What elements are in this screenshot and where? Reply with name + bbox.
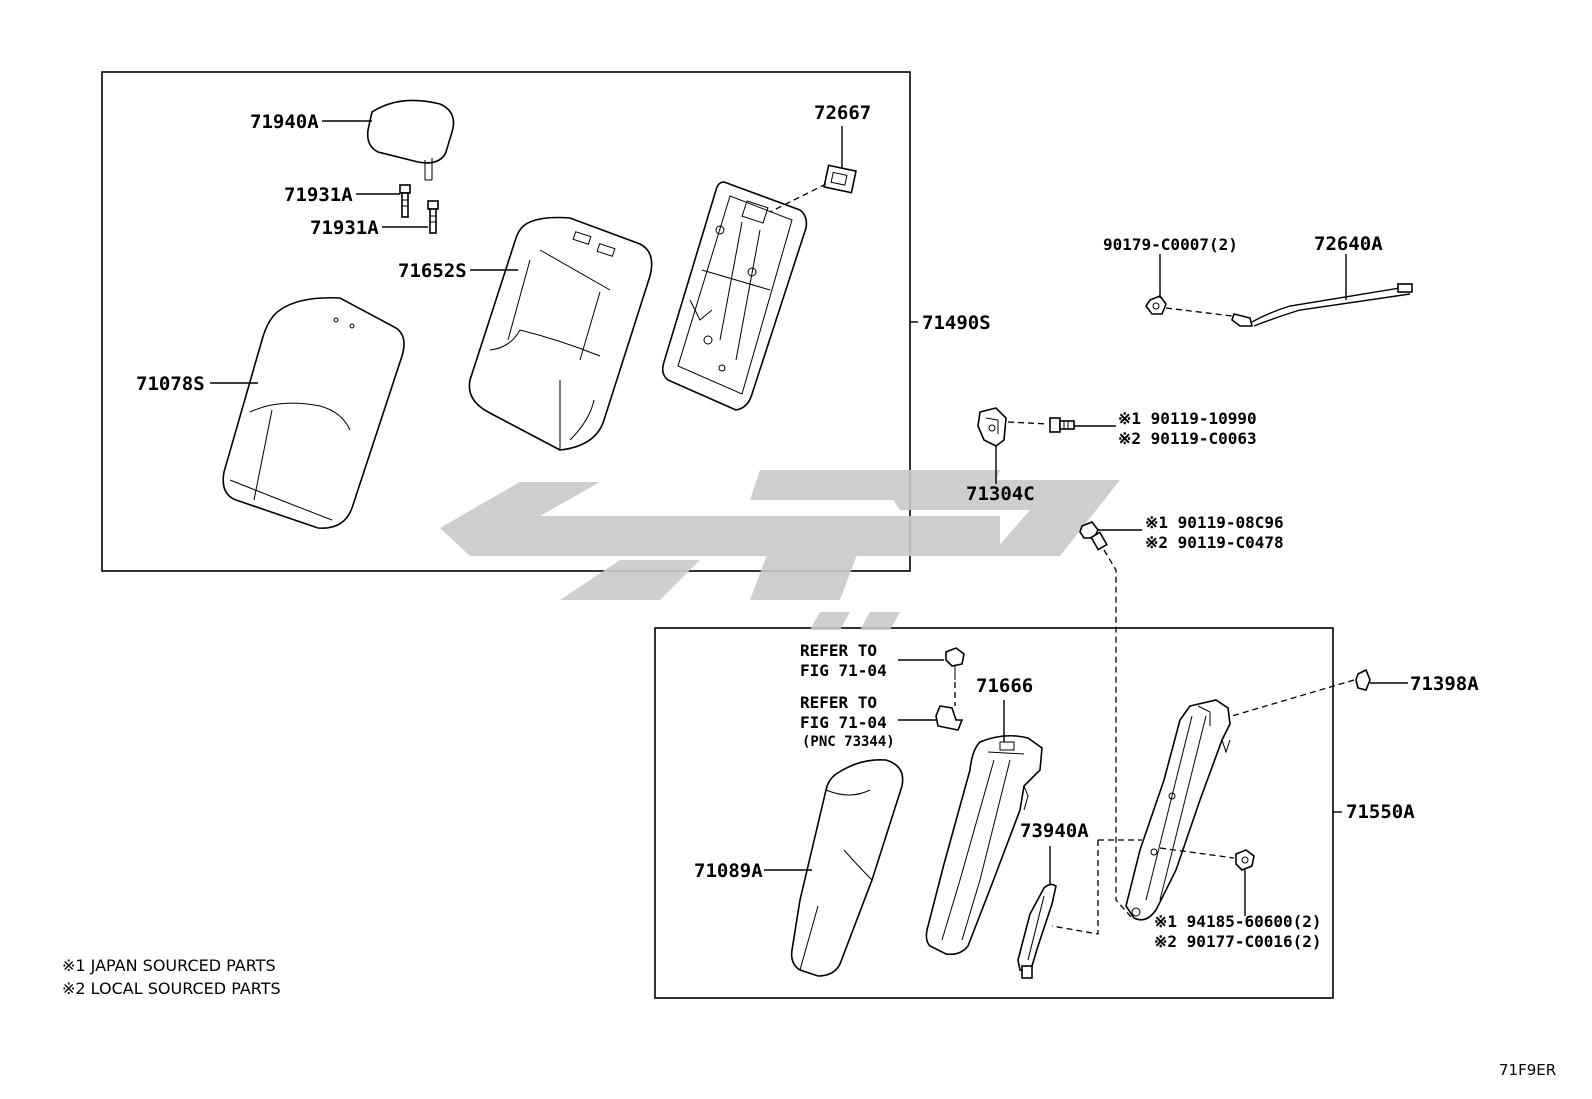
label-72640A: 72640A: [1314, 233, 1383, 255]
label-90177-C0016: ※2 90177-C0016(2): [1154, 932, 1322, 951]
label-71078S: 71078S: [136, 373, 205, 395]
label-71550A: 71550A: [1346, 801, 1415, 823]
headrest-guide-1: [399, 184, 411, 218]
refer-1-line-1: REFER TO: [800, 641, 877, 660]
armrest-group-box: [654, 627, 1334, 999]
refer-2-line-1: REFER TO: [800, 693, 877, 712]
label-71931A-1: 71931A: [284, 184, 353, 206]
headrest-guide-2: [427, 200, 439, 234]
seatback-frame-part: [661, 181, 808, 411]
headrest-part: [366, 99, 455, 181]
armrest-frame-part: [1125, 699, 1231, 921]
armrest-bolt-part: [1079, 521, 1108, 551]
label-90119-10990: ※1 90119-10990: [1118, 409, 1257, 428]
armrest-clip-part: [935, 705, 964, 731]
bracket-bolt-part: [1049, 417, 1075, 433]
seatback-cover-part: [222, 296, 405, 529]
hinge-bracket-part: [977, 407, 1007, 447]
label-90179-C0007: 90179-C0007(2): [1103, 235, 1238, 254]
frame-nut-part: [1235, 849, 1255, 871]
label-73940A: 73940A: [1020, 820, 1089, 842]
label-72667: 72667: [814, 102, 871, 124]
label-71931A-2: 71931A: [310, 217, 379, 239]
refer-2-line-3: (PNC 73344): [802, 734, 895, 750]
armrest-screw-part: [945, 647, 965, 680]
label-90119-C0063: ※2 90119-C0063: [1118, 429, 1257, 448]
label-71490S: 71490S: [922, 312, 991, 334]
label-71304C: 71304C: [966, 483, 1035, 505]
legend-note-japan: ※1 JAPAN SOURCED PARTS: [62, 956, 276, 975]
armrest-cover-part: [790, 758, 904, 977]
wire-harness-part: [1231, 283, 1413, 327]
seatback-pad-part: [468, 216, 653, 451]
figure-code: 71F9ER: [1499, 1061, 1556, 1079]
label-71089A: 71089A: [694, 860, 763, 882]
frame-clip-part: [1355, 668, 1371, 691]
legend-note-local: ※2 LOCAL SOURCED PARTS: [62, 979, 281, 998]
armrest-pad-part: [925, 734, 1043, 956]
armrest-insert-part: [1017, 883, 1057, 979]
refer-2-line-2: FIG 71-04: [800, 713, 887, 732]
label-90119-C0478: ※2 90119-C0478: [1145, 533, 1284, 552]
label-71398A: 71398A: [1410, 673, 1479, 695]
label-94185-60600: ※1 94185-60600(2): [1154, 912, 1322, 931]
label-71652S: 71652S: [398, 260, 467, 282]
watermark-logo: [440, 470, 1120, 630]
label-90119-08C96: ※1 90119-08C96: [1145, 513, 1284, 532]
label-71666: 71666: [976, 675, 1033, 697]
seatback-clip-part: [823, 164, 857, 194]
refer-1-line-2: FIG 71-04: [800, 661, 887, 680]
label-71940A: 71940A: [250, 111, 319, 133]
wire-nut-part: [1145, 295, 1167, 315]
